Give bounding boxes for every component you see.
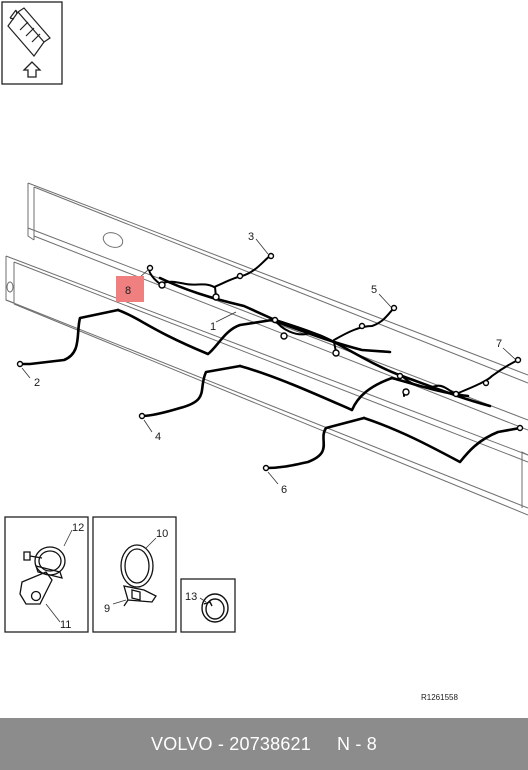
callout-4: 4 <box>155 431 161 443</box>
callout-5: 5 <box>371 284 377 296</box>
callout-13: 13 <box>185 591 197 603</box>
callout-2: 2 <box>34 377 40 389</box>
detail-box-clamp-bracket: 12 11 <box>4 516 89 633</box>
callout-3: 3 <box>248 231 254 243</box>
leader-lines <box>21 238 516 485</box>
orientation-icon-box <box>1 1 63 85</box>
callout-8: 8 <box>125 285 131 297</box>
parts-diagram: 3 1 5 7 8 2 4 6 12 11 1 <box>1 1 528 702</box>
diagram-reference-code: R1261558 <box>421 693 458 702</box>
callout-6: 6 <box>281 484 287 496</box>
harness-clips <box>16 252 524 472</box>
callout-12: 12 <box>72 522 84 534</box>
footer-separator: - <box>212 733 230 754</box>
frame-rail-orientation-icon <box>7 7 51 57</box>
footer-brand: VOLVO <box>150 733 213 754</box>
wiring-harness <box>18 276 522 470</box>
callout-10: 10 <box>156 528 168 540</box>
footer-part-number: 20738621 <box>229 733 311 754</box>
callout-7: 7 <box>496 338 502 350</box>
callout-1: 1 <box>210 321 216 333</box>
footer-bar: VOLVO - 20738621 N - 8 <box>0 718 528 770</box>
lower-frame-rail <box>5 255 528 516</box>
harness-branches <box>148 255 519 397</box>
orientation-arrow-icon <box>22 61 42 78</box>
callout-11: 11 <box>60 619 71 631</box>
callout-8-highlight <box>116 276 144 302</box>
detail-box-cable-clamp: 10 9 <box>92 516 177 633</box>
footer-position: N - 8 <box>336 733 377 754</box>
detail-box-grommet: 13 <box>180 578 236 633</box>
callout-9: 9 <box>104 603 110 615</box>
